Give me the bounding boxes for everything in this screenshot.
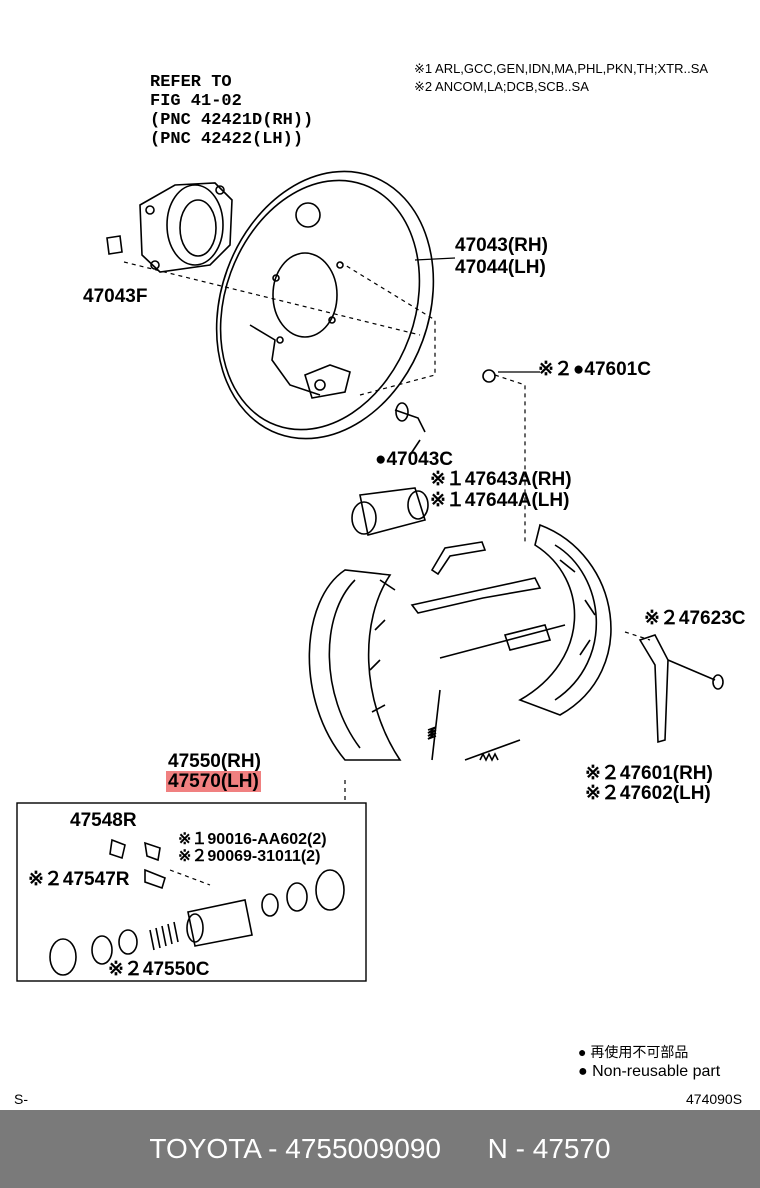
legend-japanese: ● 再使用不可部品 xyxy=(578,1044,689,1060)
part-47547r[interactable]: ※２47547R xyxy=(28,869,130,890)
note-2: ※2 ANCOM,LA;DCB,SCB..SA xyxy=(414,79,589,94)
part-47623c[interactable]: ※２47623C xyxy=(644,608,746,629)
part-47043f[interactable]: 47043F xyxy=(83,286,148,307)
springs-drawing xyxy=(427,689,521,762)
part-47548r[interactable]: 47548R xyxy=(70,810,137,831)
corner-left-code: S- xyxy=(14,1091,28,1107)
footer-pnc-code: N - 47570 xyxy=(487,1133,611,1164)
part-47602-lh[interactable]: ※２47602(LH) xyxy=(585,783,711,804)
footer-text: TOYOTA - 4755009090 N - 47570 xyxy=(0,1110,760,1188)
refer-line-2: FIG 41-02 xyxy=(150,92,242,111)
bolt-drawing xyxy=(394,402,426,456)
footer-bar xyxy=(0,1110,760,1188)
leader-lines xyxy=(123,261,651,886)
axle-hub-drawing xyxy=(106,182,233,273)
backing-plate-drawing xyxy=(215,170,435,440)
part-90016[interactable]: ※１90016-AA602(2) xyxy=(178,831,327,848)
part-47550-rh[interactable]: 47550(RH) xyxy=(168,751,261,772)
adjuster-drawing xyxy=(351,487,566,659)
parking-lever-drawing xyxy=(638,634,724,744)
refer-line-1: REFER TO xyxy=(150,73,232,92)
right-brake-shoe-drawing xyxy=(518,523,612,716)
brake-assembly-diagram xyxy=(16,170,724,982)
part-47043-rh[interactable]: 47043(RH) xyxy=(455,235,548,256)
note-1: ※1 ARL,GCC,GEN,IDN,MA,PHL,PKN,TH;XTR..SA xyxy=(414,61,709,76)
part-47643a-rh[interactable]: ※１47643A(RH) xyxy=(430,469,572,490)
footer-brand-part-number: TOYOTA - 4755009090 xyxy=(149,1133,441,1164)
part-47044-lh[interactable]: 47044(LH) xyxy=(455,257,546,278)
refer-line-4: (PNC 42422(LH)) xyxy=(150,130,304,149)
wheel-cylinder-drawing xyxy=(49,838,345,976)
part-90069[interactable]: ※２90069-31011(2) xyxy=(178,848,321,865)
refer-line-3: (PNC 42421D(RH)) xyxy=(150,111,314,130)
legend-english: ● Non-reusable part xyxy=(578,1063,721,1080)
part-47601c[interactable]: ※２●47601C xyxy=(538,359,651,380)
part-47644a-lh[interactable]: ※１47644A(LH) xyxy=(430,490,570,511)
footer-spacer xyxy=(441,1133,488,1165)
part-47601-rh[interactable]: ※２47601(RH) xyxy=(585,763,713,784)
corner-right-code: 474090S xyxy=(686,1091,743,1107)
wheel-cylinder-box xyxy=(16,802,367,982)
part-47570-lh-highlighted[interactable]: 47570(LH) xyxy=(166,771,261,792)
left-brake-shoe-drawing xyxy=(308,569,402,761)
part-47043c[interactable]: ●47043C xyxy=(375,449,454,470)
part-47550c[interactable]: ※２47550C xyxy=(108,959,210,980)
